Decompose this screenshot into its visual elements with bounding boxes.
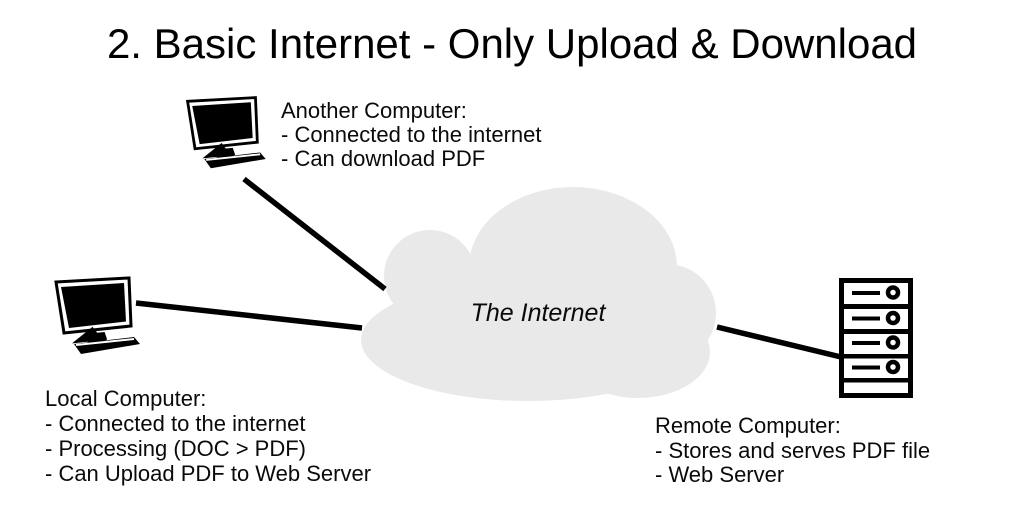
node-bullet: - Web Server [655, 462, 785, 487]
node-heading: Another Computer: [281, 98, 467, 123]
node-bullet: - Can Upload PDF to Web Server [45, 461, 372, 486]
node-heading: Local Computer: [45, 386, 207, 411]
another-computer-monitor-icon [188, 98, 266, 169]
connection-line-internet-to-server [716, 324, 842, 360]
internet-cloud-shape [361, 187, 716, 401]
connection-line-local-to-internet [135, 300, 363, 331]
node-bullet: - Connected to the internet [45, 411, 306, 436]
node-heading: Remote Computer: [655, 413, 841, 438]
node-bullet: - Can download PDF [281, 146, 486, 171]
local-computer-label: Local Computer: - Connected to the inter… [45, 386, 371, 486]
remote-computer-label: Remote Computer: - Stores and serves PDF… [655, 413, 931, 488]
page-title: 2. Basic Internet - Only Upload & Downlo… [106, 20, 918, 67]
node-bullet: - Processing (DOC > PDF) [45, 436, 306, 461]
local-computer-monitor-icon [56, 278, 140, 354]
another-computer-label: Another Computer: - Connected to the int… [281, 99, 542, 171]
node-bullet: - Connected to the internet [281, 122, 542, 147]
web-server-rack-icon [842, 281, 911, 396]
internet-cloud-label: The Internet [470, 299, 606, 327]
connection-line-another-to-internet [242, 176, 387, 292]
node-bullet: - Stores and serves PDF file [655, 437, 931, 463]
